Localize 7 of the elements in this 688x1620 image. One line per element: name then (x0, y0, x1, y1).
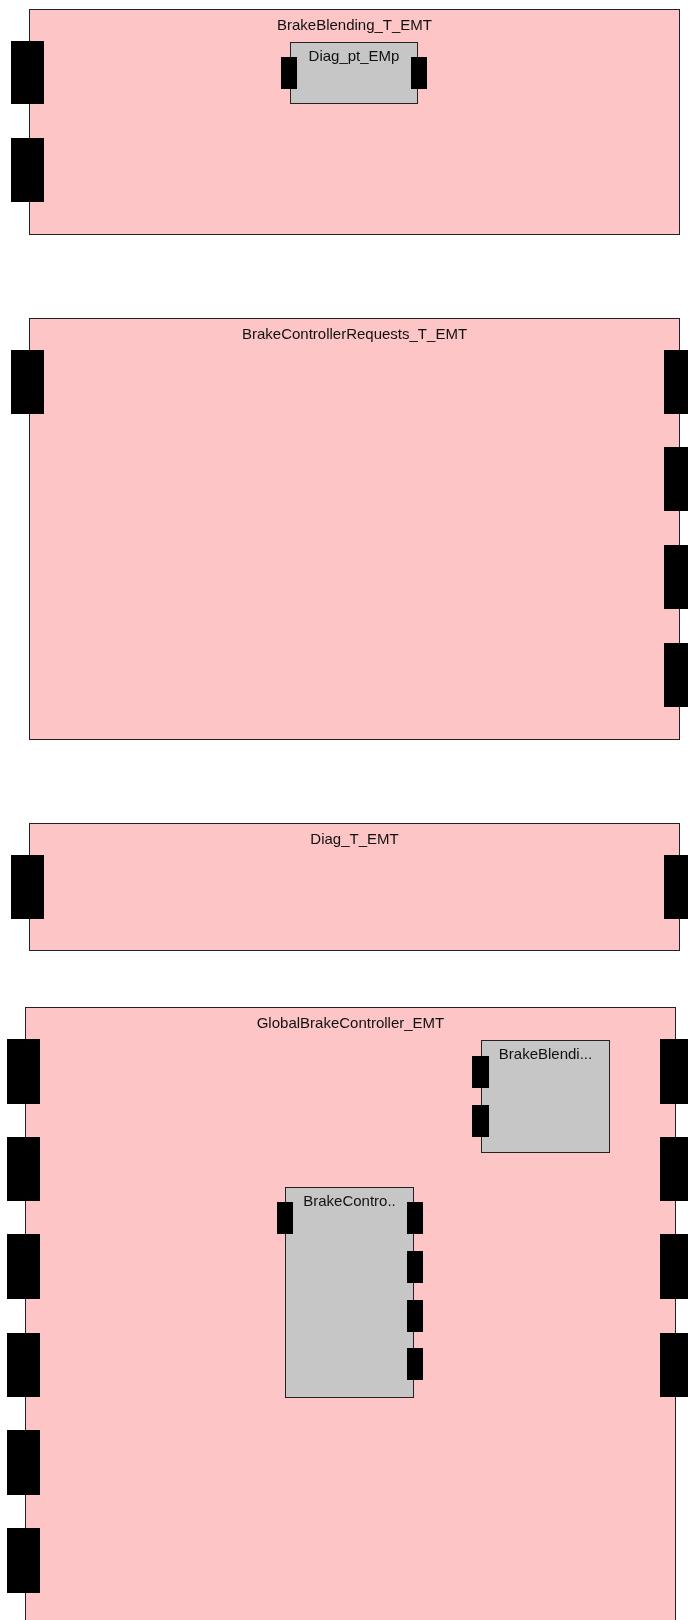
component-name: BrakeBlendi... (497, 1045, 594, 1063)
component-name: BrakeContro.. (302, 1192, 397, 1210)
component-name: BrakeControllerRequests_T_EMT (240, 325, 469, 343)
component-name: GlobalBrakeController_EMT (255, 1014, 446, 1032)
component-name: Diag_T_EMT (309, 830, 400, 848)
component-name: BrakeBlending_T_EMT (275, 16, 434, 34)
component-name: Diag_pt_EMp (307, 47, 401, 65)
